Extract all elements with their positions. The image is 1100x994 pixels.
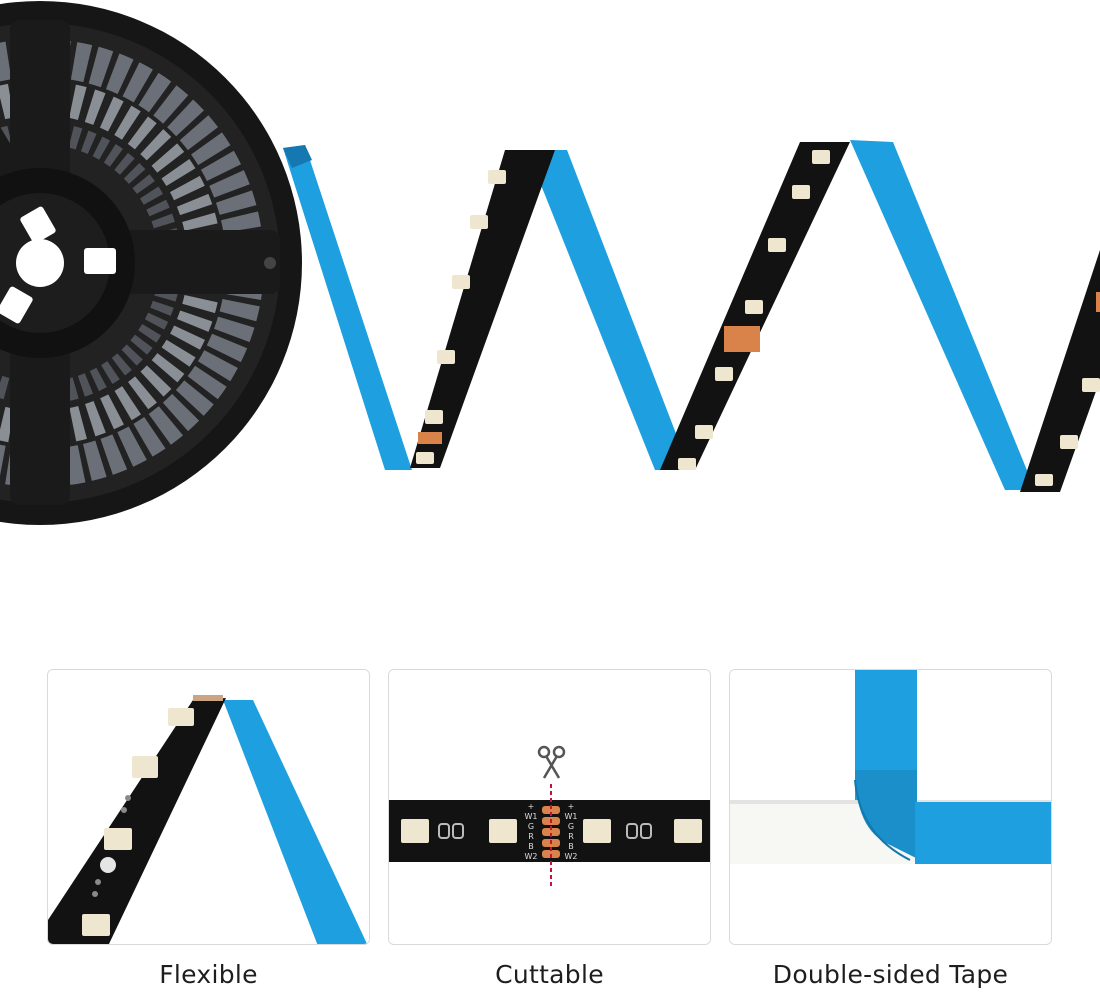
led-strip-icon — [283, 140, 1100, 492]
flexible-strip-icon — [48, 670, 369, 944]
cut-mark-left-5: B — [528, 842, 534, 851]
feature-panel-cuttable: + W1 G R B W2 + W1 G R B W2 — [388, 669, 711, 945]
cut-mark-left-1: + — [528, 802, 535, 811]
cut-mark-right-1: + — [568, 802, 575, 811]
scissors-icon — [537, 745, 566, 779]
feature-panel-flexible — [47, 669, 370, 945]
hero-product-image — [0, 1, 1100, 525]
cut-mark-left-4: R — [528, 832, 534, 841]
cut-mark-right-3: G — [568, 822, 574, 831]
caption-cuttable: Cuttable — [495, 960, 604, 989]
tape-icon — [730, 670, 1051, 944]
cut-mark-right-2: W1 — [565, 812, 578, 821]
cut-mark-left-3: G — [528, 822, 534, 831]
caption-flexible: Flexible — [159, 960, 258, 989]
caption-double-sided-tape: Double-sided Tape — [772, 960, 1009, 989]
led-reel-icon — [0, 1, 302, 525]
cut-mark-right-6: W2 — [565, 852, 578, 861]
cut-mark-right-5: B — [568, 842, 574, 851]
feature-panel-tape — [729, 669, 1052, 945]
cut-mark-left-2: W1 — [525, 812, 538, 821]
cut-mark-right-4: R — [568, 832, 574, 841]
cut-mark-left-6: W2 — [525, 852, 538, 861]
